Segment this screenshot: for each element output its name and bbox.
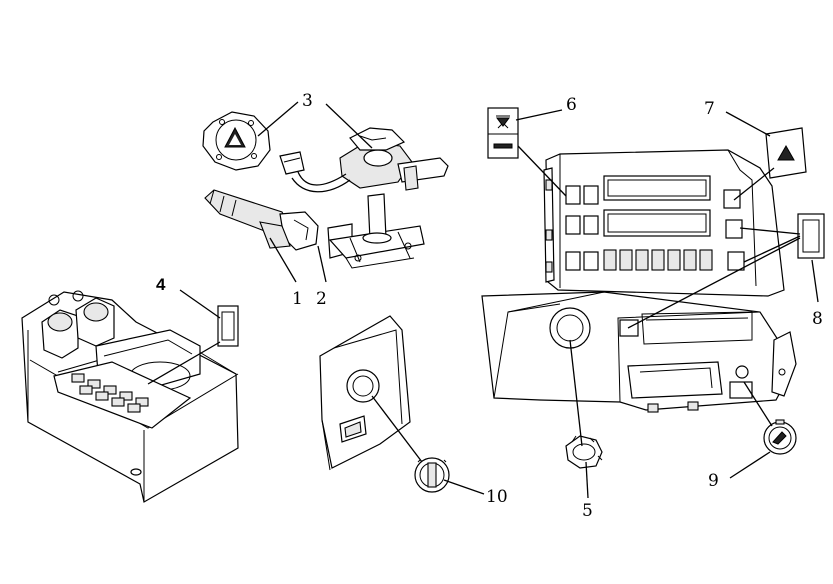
part-4-center-console bbox=[21, 290, 239, 503]
callout-labels: 3 1 2 4 6 7 8 9 10 5 bbox=[156, 91, 823, 521]
dashboard-assembly bbox=[481, 149, 797, 413]
leader-lines bbox=[147, 101, 819, 499]
callout-5: 5 bbox=[582, 501, 593, 521]
part-1-2-combination-switch bbox=[204, 127, 449, 269]
console-switch-bank bbox=[71, 373, 149, 413]
part-10-rotary-switch bbox=[414, 457, 450, 493]
part-9-round-switch bbox=[763, 419, 797, 455]
part-6-switch-cap bbox=[487, 107, 519, 159]
callout-1: 1 bbox=[292, 289, 303, 309]
callout-4: 4 bbox=[156, 275, 166, 294]
callout-2: 2 bbox=[316, 289, 327, 309]
part-4-switch-blank bbox=[217, 305, 239, 347]
part-8-blank-switch bbox=[797, 213, 825, 259]
part-3-hazard-knob bbox=[202, 111, 271, 171]
dashboard-switch-row bbox=[603, 249, 713, 271]
part-5-knob bbox=[565, 435, 603, 469]
part-10-side-panel bbox=[319, 315, 411, 471]
callout-3: 3 bbox=[302, 91, 313, 111]
callout-7: 7 bbox=[704, 99, 715, 119]
callout-6: 6 bbox=[566, 95, 577, 115]
callout-9: 9 bbox=[708, 471, 719, 491]
callout-10: 10 bbox=[486, 487, 508, 507]
callout-8: 8 bbox=[812, 309, 823, 329]
part-7-hazard-cap bbox=[765, 127, 807, 179]
